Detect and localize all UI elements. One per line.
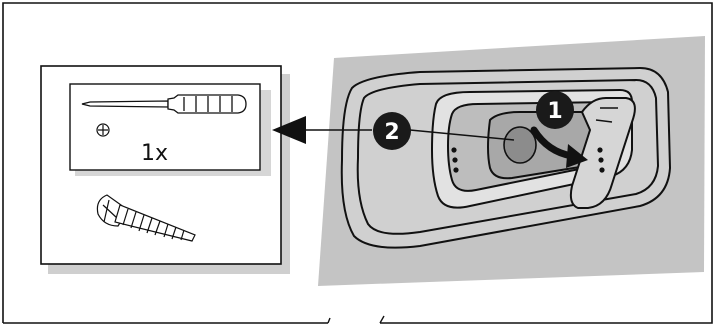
callout-2-number: 2	[384, 120, 399, 145]
frame-notch	[328, 316, 384, 323]
callout-1-number: 1	[547, 99, 562, 124]
quantity-label: 1x	[141, 141, 168, 166]
phillips-bit-icon	[97, 124, 109, 136]
callout-1: 1	[536, 91, 574, 129]
callout-2: 2	[373, 112, 411, 150]
